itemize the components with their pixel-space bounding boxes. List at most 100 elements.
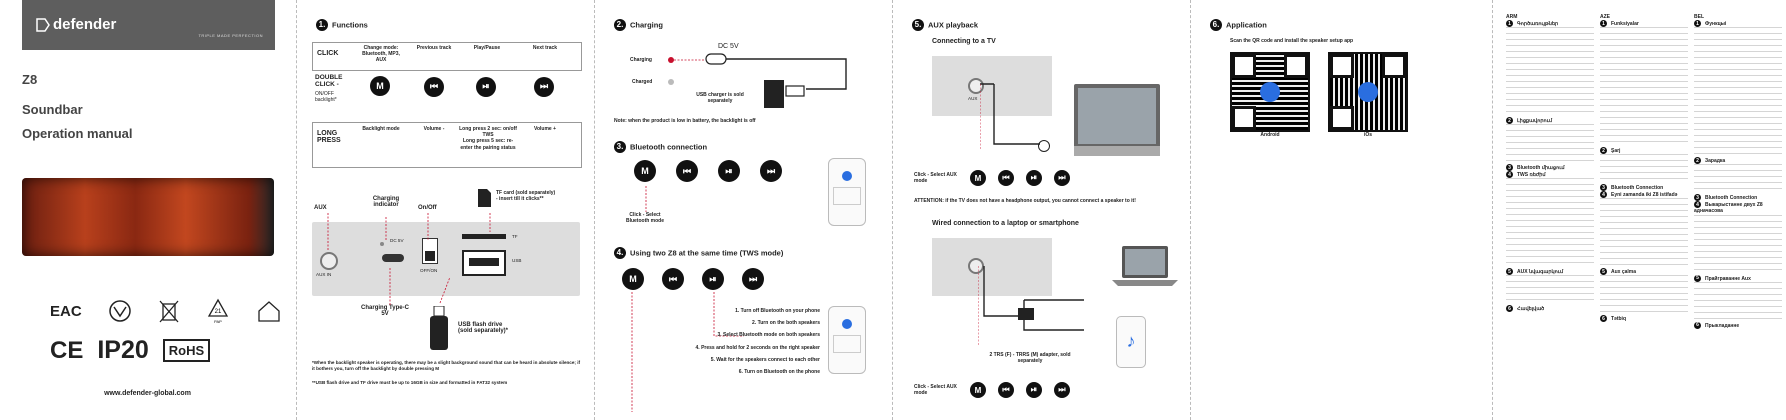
tws-step: 5. Wait for the speakers connect to each… xyxy=(710,356,820,363)
tws-mode-button[interactable]: M xyxy=(622,268,644,290)
functions-table: CLICK Change mode: Bluetooth, MP3, AUX P… xyxy=(312,42,582,168)
fold-line xyxy=(594,0,595,420)
tws-step: 4. Press and hold for 2 seconds on the r… xyxy=(695,344,820,351)
footnote-backlight: *When the backlight speaker is operating… xyxy=(312,360,581,371)
qr-ios[interactable] xyxy=(1328,52,1408,132)
click-cell-mode: Change mode: Bluetooth, MP3, AUX xyxy=(362,45,400,64)
section-number: 1. xyxy=(316,18,328,31)
typec-port[interactable] xyxy=(382,254,404,262)
adapter-cable-icon xyxy=(978,266,1084,346)
qr-android[interactable] xyxy=(1230,52,1310,132)
aux-caption-wired: Click - Select AUX mode xyxy=(914,384,957,397)
bt-play-button[interactable]: ⏯ xyxy=(718,160,740,182)
charging-state-label: Charging xyxy=(630,57,652,63)
aux2-prev-button[interactable]: ⏮ xyxy=(998,382,1014,398)
functions-panel: 1. Functions CLICK Change mode: Bluetooth… xyxy=(300,0,592,420)
brand-header: defender TRIPLE MADE PERFECTION xyxy=(22,0,275,50)
smartphone-icon: ♪ xyxy=(1116,316,1146,368)
aux-port[interactable] xyxy=(968,78,984,94)
home-disposal-icon xyxy=(258,301,280,322)
tv-subtitle: Connecting to a TV xyxy=(932,38,996,45)
tws-step: 2. Turn on the both speakers xyxy=(752,320,820,327)
adapter-label: 2 TRS (F) - TRRS (M) adapter, sold separ… xyxy=(989,352,1071,365)
aux-title: AUX playback xyxy=(928,20,979,30)
next-button[interactable]: ⏭ xyxy=(534,76,554,97)
charging-title: Charging xyxy=(630,20,663,30)
cover-panel: defender TRIPLE MADE PERFECTION Z8 Sound… xyxy=(0,0,295,420)
bluetooth-title: Bluetooth connection xyxy=(630,142,708,152)
tv-icon xyxy=(1074,84,1160,156)
tws-next-button[interactable]: ⏭ xyxy=(742,268,764,290)
long-cell-vol-up: Volume + xyxy=(534,126,556,132)
tws-steps: 1. Turn off Bluetooth on your phone 2. T… xyxy=(660,308,820,375)
charging-dc-label: DC 5V xyxy=(718,43,739,50)
wired-subtitle: Wired connection to a laptop or smartpho… xyxy=(932,220,1079,227)
svg-text:21: 21 xyxy=(214,309,221,315)
aux-port[interactable] xyxy=(968,258,984,274)
tf-label: TF xyxy=(512,234,518,239)
website-link[interactable]: www.defender-global.com xyxy=(104,390,191,397)
bt-prev-button[interactable]: ⏮ xyxy=(676,160,698,182)
aux-port-label: AUX xyxy=(968,96,978,101)
tf-card-label: TF card (sold separately) - insert till … xyxy=(496,190,556,203)
bt-next-button[interactable]: ⏭ xyxy=(760,160,782,182)
model-title: Z8 xyxy=(22,72,38,87)
play-pause-button[interactable]: ⏯ xyxy=(476,76,496,97)
aux2-next-button[interactable]: ⏭ xyxy=(1054,382,1070,398)
app-subtitle: Scan the QR code and install the speaker… xyxy=(1230,38,1354,44)
tv-attention: ATTENTION: if the TV does not have a hea… xyxy=(914,198,1136,204)
tws-step: 3. Select Bluetooth mode on both speaker… xyxy=(717,332,820,339)
lang-code: ARM xyxy=(1506,14,1518,20)
aux-next-button[interactable]: ⏭ xyxy=(1054,170,1070,186)
tf-slot[interactable] xyxy=(462,234,506,239)
tv-cable-icon xyxy=(980,83,1040,150)
onoff-label: On/Off xyxy=(418,205,437,211)
long-cell-backlight: Backlight mode xyxy=(362,126,400,132)
soundbar-image xyxy=(22,178,274,256)
prev-button[interactable]: ⏮ xyxy=(424,76,444,97)
bt-arrow xyxy=(645,186,647,212)
section-number: 4. xyxy=(614,246,626,259)
aux2-mode-button[interactable]: M xyxy=(970,382,986,398)
charger-note: USB charger is sold separately xyxy=(696,92,744,105)
laptop-icon xyxy=(1112,246,1178,286)
click-cell-prev: Previous track xyxy=(416,45,452,51)
tws-prev-button[interactable]: ⏮ xyxy=(662,268,684,290)
charging-indicator-label: Charging indicator xyxy=(372,196,400,209)
aux-play-button[interactable]: ⏯ xyxy=(1026,170,1042,186)
usb-flash-drive-icon xyxy=(430,306,448,350)
bt-mode-button[interactable]: M xyxy=(634,160,656,182)
fold-line xyxy=(892,0,893,420)
functions-title: Functions xyxy=(332,20,368,30)
aux2-play-button[interactable]: ⏯ xyxy=(1026,382,1042,398)
mode-button[interactable]: M xyxy=(370,76,390,96)
battery-note: Note: when the product is low in battery… xyxy=(614,118,756,124)
aux-label: AUX xyxy=(314,205,327,211)
row-double-sub: ON/OFF backlight* xyxy=(315,91,337,104)
aux-prev-button[interactable]: ⏮ xyxy=(998,170,1014,186)
ios-label: iOs xyxy=(1363,132,1373,138)
cert-row-2: CE IP20 RoHS xyxy=(50,336,211,365)
section-number: 2. xyxy=(614,18,626,31)
svg-text:PAP: PAP xyxy=(214,319,222,324)
row-long-label: LONG PRESS xyxy=(317,130,341,144)
usb-port[interactable] xyxy=(462,250,506,276)
usb-flash-label: USB flash drive (sold separately)* xyxy=(458,322,509,335)
power-switch[interactable] xyxy=(422,238,438,264)
aux-mode-button[interactable]: M xyxy=(970,170,986,186)
brand-tagline: TRIPLE MADE PERFECTION xyxy=(198,33,263,38)
aux-port[interactable] xyxy=(320,252,338,270)
row-double-label: DOUBLE CLICK - xyxy=(315,74,343,88)
bt-caption: Click - Select Bluetooth mode xyxy=(625,212,665,225)
tws-play-button[interactable]: ⏯ xyxy=(702,268,724,290)
